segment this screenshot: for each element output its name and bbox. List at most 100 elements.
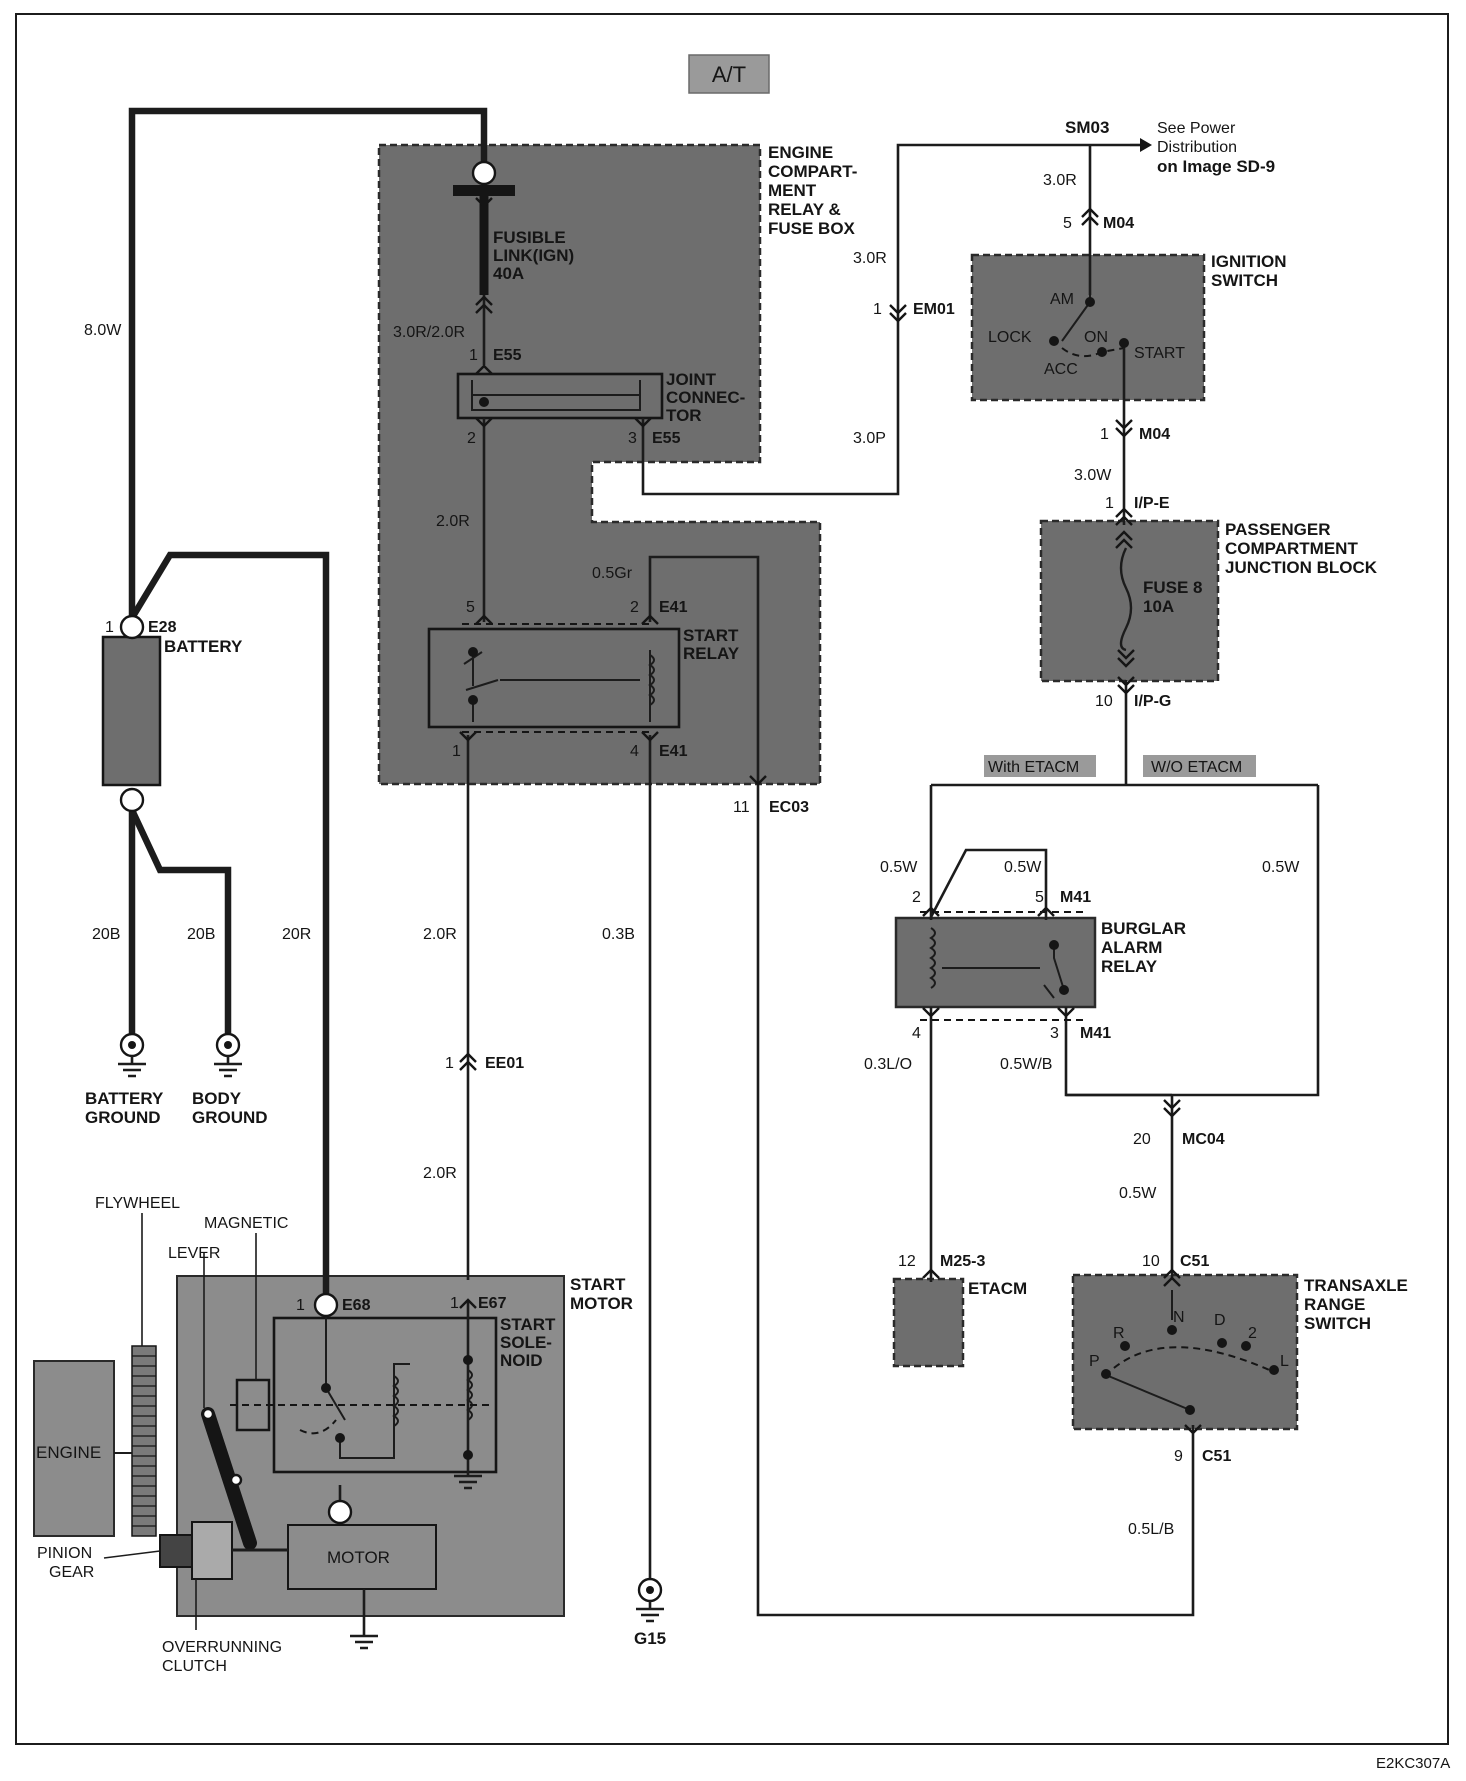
conn-m41-3: M41 xyxy=(1080,1025,1111,1042)
diagram-frame xyxy=(15,13,1449,1745)
battery-label: BATTERY xyxy=(164,637,243,656)
svg-text:RELAY: RELAY xyxy=(1101,957,1158,976)
pin-ip-g: 10 xyxy=(1095,693,1113,710)
wire-label-2-0R-a: 2.0R xyxy=(436,513,470,530)
svg-text:CLUTCH: CLUTCH xyxy=(162,1658,227,1675)
magnetic-plunger xyxy=(235,1378,271,1432)
svg-text:LINK(IGN): LINK(IGN) xyxy=(493,246,574,265)
svg-text:START: START xyxy=(570,1275,626,1294)
transaxle-switch-box xyxy=(1071,1273,1299,1431)
wire-label-2-0R-c: 2.0R xyxy=(423,1165,457,1182)
fusible-link-bar xyxy=(453,185,515,196)
range-d: D xyxy=(1214,1312,1226,1329)
svg-text:40A: 40A xyxy=(493,264,524,283)
svg-text:GROUND: GROUND xyxy=(85,1108,161,1127)
pinion-gear xyxy=(159,1534,193,1568)
range-l: L xyxy=(1280,1353,1289,1370)
flywheel-teeth xyxy=(131,1345,157,1537)
conn-ec03: EC03 xyxy=(769,799,809,816)
joint-connector-label: JOINT CONNEC- TOR xyxy=(666,370,745,425)
svg-text:SWITCH: SWITCH xyxy=(1211,271,1278,290)
motor-rect xyxy=(287,1524,437,1590)
svg-text:RELAY &: RELAY & xyxy=(768,200,841,219)
wire-label-20B-a: 20B xyxy=(92,926,120,943)
terminal-e68 xyxy=(313,1292,339,1318)
svg-text:GROUND: GROUND xyxy=(192,1108,268,1127)
ground-symbol-body xyxy=(214,1032,242,1078)
connector-chevrons xyxy=(459,197,1202,1435)
svg-text:SWITCH: SWITCH xyxy=(1304,1314,1371,1333)
with-etacm-tag-bg xyxy=(984,755,1096,777)
wire-20B-body xyxy=(129,808,232,1035)
arrow-power xyxy=(1140,138,1152,152)
svg-text:COMPART-: COMPART- xyxy=(768,162,857,181)
title-badge: A/T xyxy=(688,54,770,94)
conn-e55-1: E55 xyxy=(493,347,522,364)
svg-text:FUSE 8: FUSE 8 xyxy=(1143,578,1203,597)
svg-text:JUNCTION BLOCK: JUNCTION BLOCK xyxy=(1225,558,1378,577)
svg-text:OVERRUNNING: OVERRUNNING xyxy=(162,1639,282,1656)
body-ground-label: BODY GROUND xyxy=(192,1089,268,1127)
range-2: 2 xyxy=(1248,1325,1257,1342)
conn-ip-e: I/P-E xyxy=(1134,495,1170,512)
svg-text:START: START xyxy=(683,626,739,645)
pin-mc04: 20 xyxy=(1133,1131,1151,1148)
engine-box xyxy=(33,1360,115,1537)
conn-m41-5: M41 xyxy=(1060,889,1091,906)
wire-label-3-0W: 3.0W xyxy=(1074,467,1112,484)
wire-label-3-0R-a: 3.0R xyxy=(1043,172,1077,189)
conn-e41-4: E41 xyxy=(659,743,688,760)
conn-mc04: MC04 xyxy=(1182,1131,1225,1148)
conn-c51-9: C51 xyxy=(1202,1448,1231,1465)
svg-text:START: START xyxy=(500,1315,556,1334)
wo-etacm-tag: W/O ETACM xyxy=(1151,759,1242,776)
svg-text:NOID: NOID xyxy=(500,1351,543,1370)
relay-coil xyxy=(648,654,655,706)
wire-label-8-0W: 8.0W xyxy=(84,322,122,339)
joint-connector-rect xyxy=(456,372,664,420)
svg-text:BURGLAR: BURGLAR xyxy=(1101,919,1186,938)
pin-c51-10: 10 xyxy=(1142,1253,1160,1270)
svg-text:FUSIBLE: FUSIBLE xyxy=(493,228,566,247)
svg-text:FUSE BOX: FUSE BOX xyxy=(768,219,856,238)
battery-ground-label: BATTERY GROUND xyxy=(85,1089,164,1127)
pin-m41-3: 3 xyxy=(1050,1025,1059,1042)
flywheel-label: FLYWHEEL xyxy=(95,1195,180,1212)
overrunning-clutch-label: OVERRUNNING CLUTCH xyxy=(162,1639,282,1675)
burglar-relay-label: BURGLAR ALARM RELAY xyxy=(1101,919,1186,976)
terminal-battery-pos xyxy=(119,614,145,640)
figure-code: E2KC307A xyxy=(1376,1755,1450,1772)
svg-text:MENT: MENT xyxy=(768,181,817,200)
wire-20R xyxy=(129,551,330,1300)
wire-label-3-0P: 3.0P xyxy=(853,430,886,447)
terminal-battery-neg xyxy=(119,787,145,813)
ground-symbol-solenoid xyxy=(454,1470,482,1490)
ign-lock: LOCK xyxy=(988,329,1032,346)
magnetic-label: MAGNETIC xyxy=(204,1215,288,1232)
pin-relay-1: 1 xyxy=(452,743,461,760)
fuse8-label: FUSE 8 10A xyxy=(1143,578,1203,616)
svg-text:BODY: BODY xyxy=(192,1089,242,1108)
range-p: P xyxy=(1089,1353,1100,1370)
svg-text:TRANSAXLE: TRANSAXLE xyxy=(1304,1276,1408,1295)
conn-c51-10: C51 xyxy=(1180,1253,1209,1270)
svg-text:IGNITION: IGNITION xyxy=(1211,252,1287,271)
range-r: R xyxy=(1113,1325,1125,1342)
power-note-3: on Image SD-9 xyxy=(1157,157,1275,176)
motor-label: MOTOR xyxy=(327,1548,390,1567)
conn-e55-3: E55 xyxy=(652,430,681,447)
pin-m04-5: 5 xyxy=(1063,215,1072,232)
svg-text:MOTOR: MOTOR xyxy=(570,1294,633,1313)
wire-label-0-3LO: 0.3L/O xyxy=(864,1056,912,1073)
svg-text:GEAR: GEAR xyxy=(49,1564,94,1581)
pin-e68: 1 xyxy=(296,1297,305,1314)
lever-label: LEVER xyxy=(168,1245,220,1262)
ground-symbol-motor xyxy=(350,1634,378,1650)
wire-label-0-5W-d: 0.5W xyxy=(1119,1185,1157,1202)
range-n: N xyxy=(1173,1309,1185,1326)
wire-8-0W xyxy=(128,107,488,618)
page-title: A/T xyxy=(712,62,746,87)
wire-label-2-0R-b: 2.0R xyxy=(423,926,457,943)
pin-em01: 1 xyxy=(873,301,882,318)
ignition-switch-label: IGNITION SWITCH xyxy=(1211,252,1287,290)
